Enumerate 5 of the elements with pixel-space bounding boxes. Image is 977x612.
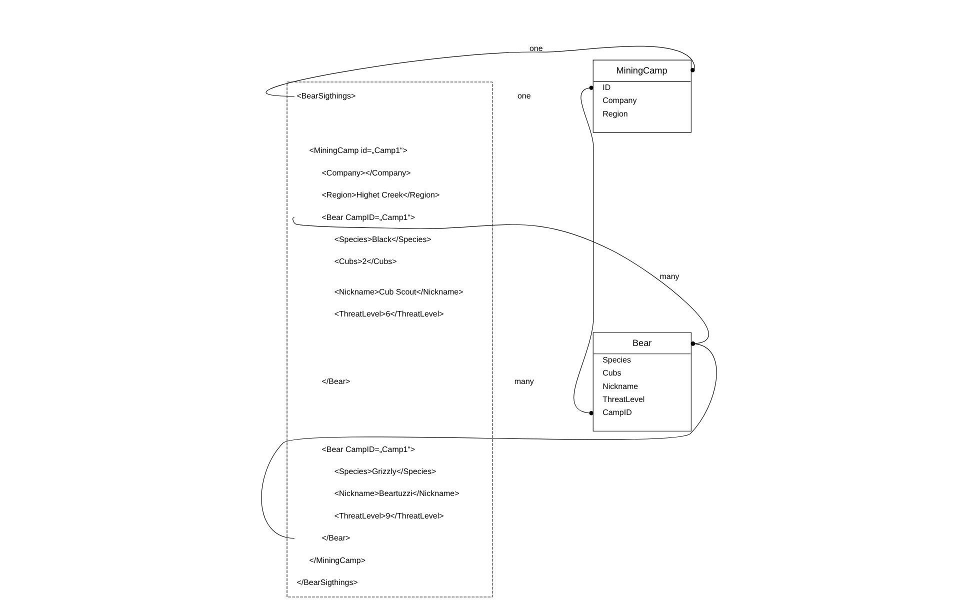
connector [573,86,594,416]
connector [265,46,694,97]
connector [260,342,716,539]
cluster [286,82,492,598]
connector [292,217,708,346]
